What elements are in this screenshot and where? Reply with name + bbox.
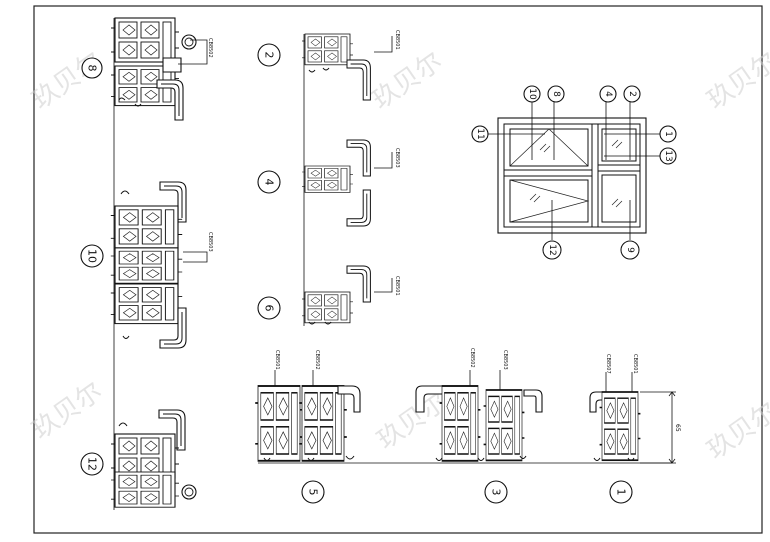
elevation-marker-2: 2 [623, 85, 641, 103]
part-code: CB8501 [394, 276, 400, 296]
middle-column: CB8501 CB8503 CB8501 2 4 6 [257, 30, 400, 326]
svg-text:10: 10 [527, 88, 537, 100]
section-bubble-5: 5 [301, 480, 325, 504]
section-bubble-10: 10 [80, 244, 104, 268]
svg-text:1: 1 [615, 489, 628, 496]
watermark: 玖贝尔 [702, 46, 770, 115]
code-leader [374, 36, 393, 53]
svg-text:10: 10 [86, 249, 99, 263]
svg-text:8: 8 [551, 91, 561, 97]
svg-text:12: 12 [547, 244, 557, 255]
code-leader [374, 152, 393, 169]
watermark: 玖贝尔 [27, 46, 108, 115]
part-code: CB8503 [502, 350, 508, 370]
section-1-profile [589, 391, 642, 462]
section-bubble-6: 6 [257, 296, 281, 320]
section-bubble-1: 1 [609, 480, 633, 504]
elevation-marker-1: 1 [659, 125, 677, 143]
svg-text:13: 13 [663, 150, 673, 161]
part-code: CB8501 [632, 354, 638, 374]
part-code: CB8501 [274, 350, 280, 370]
svg-text:9: 9 [625, 247, 635, 253]
svg-text:1: 1 [663, 131, 673, 137]
code-leader [374, 278, 393, 293]
section-bubble-4: 4 [257, 170, 281, 194]
window-elevation: 10 8 4 2 11 1 13 12 [471, 85, 677, 260]
watermark: 玖贝尔 [702, 396, 770, 465]
code-leader [183, 251, 208, 263]
watermark: 玖贝尔 [367, 46, 448, 115]
svg-text:12: 12 [86, 457, 99, 471]
section-10-profile [110, 181, 187, 349]
elevation-marker-10: 10 [523, 85, 541, 103]
part-code: CB8507 [605, 354, 611, 374]
section-bubble-8: 8 [81, 57, 103, 79]
svg-text:11: 11 [475, 128, 485, 139]
elevation-marker-13: 13 [659, 147, 677, 165]
bottom-row: CB8501 CB8502 CB8502 CB8503 CB8507 CB850… [254, 348, 681, 504]
part-code: CB8503 [394, 148, 400, 168]
section-8-profile [110, 17, 197, 121]
svg-text:65: 65 [674, 424, 681, 432]
watermark: 玖贝尔 [372, 386, 453, 455]
part-code: CB8502 [207, 38, 213, 58]
section-bubble-12: 12 [80, 452, 104, 476]
part-code: CB8502 [314, 350, 320, 370]
svg-text:4: 4 [263, 179, 276, 186]
code-leader [178, 39, 208, 65]
dimension-65: 65 [640, 391, 681, 464]
part-code: CB8502 [469, 348, 475, 368]
elevation-marker-11: 11 [471, 125, 489, 143]
elevation-marker-12: 12 [542, 240, 562, 260]
svg-text:6: 6 [263, 305, 276, 312]
section-3-profile [415, 385, 543, 462]
part-code: CB8503 [207, 232, 213, 252]
section-5-profile [254, 385, 361, 462]
left-column: CB8502 CB8503 8 10 [80, 17, 213, 510]
elevation-marker-4: 4 [599, 85, 617, 103]
section-bubble-2: 2 [257, 43, 281, 67]
svg-text:3: 3 [490, 489, 503, 496]
section-2-profile [301, 33, 371, 101]
sheet-border [33, 5, 763, 534]
section-bubble-3: 3 [484, 480, 508, 504]
section-6-profile [301, 265, 371, 325]
svg-text:2: 2 [627, 91, 637, 97]
watermark: 玖贝尔 [27, 376, 108, 445]
svg-text:2: 2 [263, 52, 276, 59]
section-12-profile [110, 409, 197, 508]
svg-text:4: 4 [603, 91, 613, 97]
elevation-marker-9: 9 [620, 240, 640, 260]
part-code: CB8501 [394, 30, 400, 50]
elevation-marker-8: 8 [547, 85, 565, 103]
svg-text:8: 8 [86, 65, 99, 72]
section-4-profile [301, 139, 371, 227]
svg-text:5: 5 [307, 489, 320, 496]
